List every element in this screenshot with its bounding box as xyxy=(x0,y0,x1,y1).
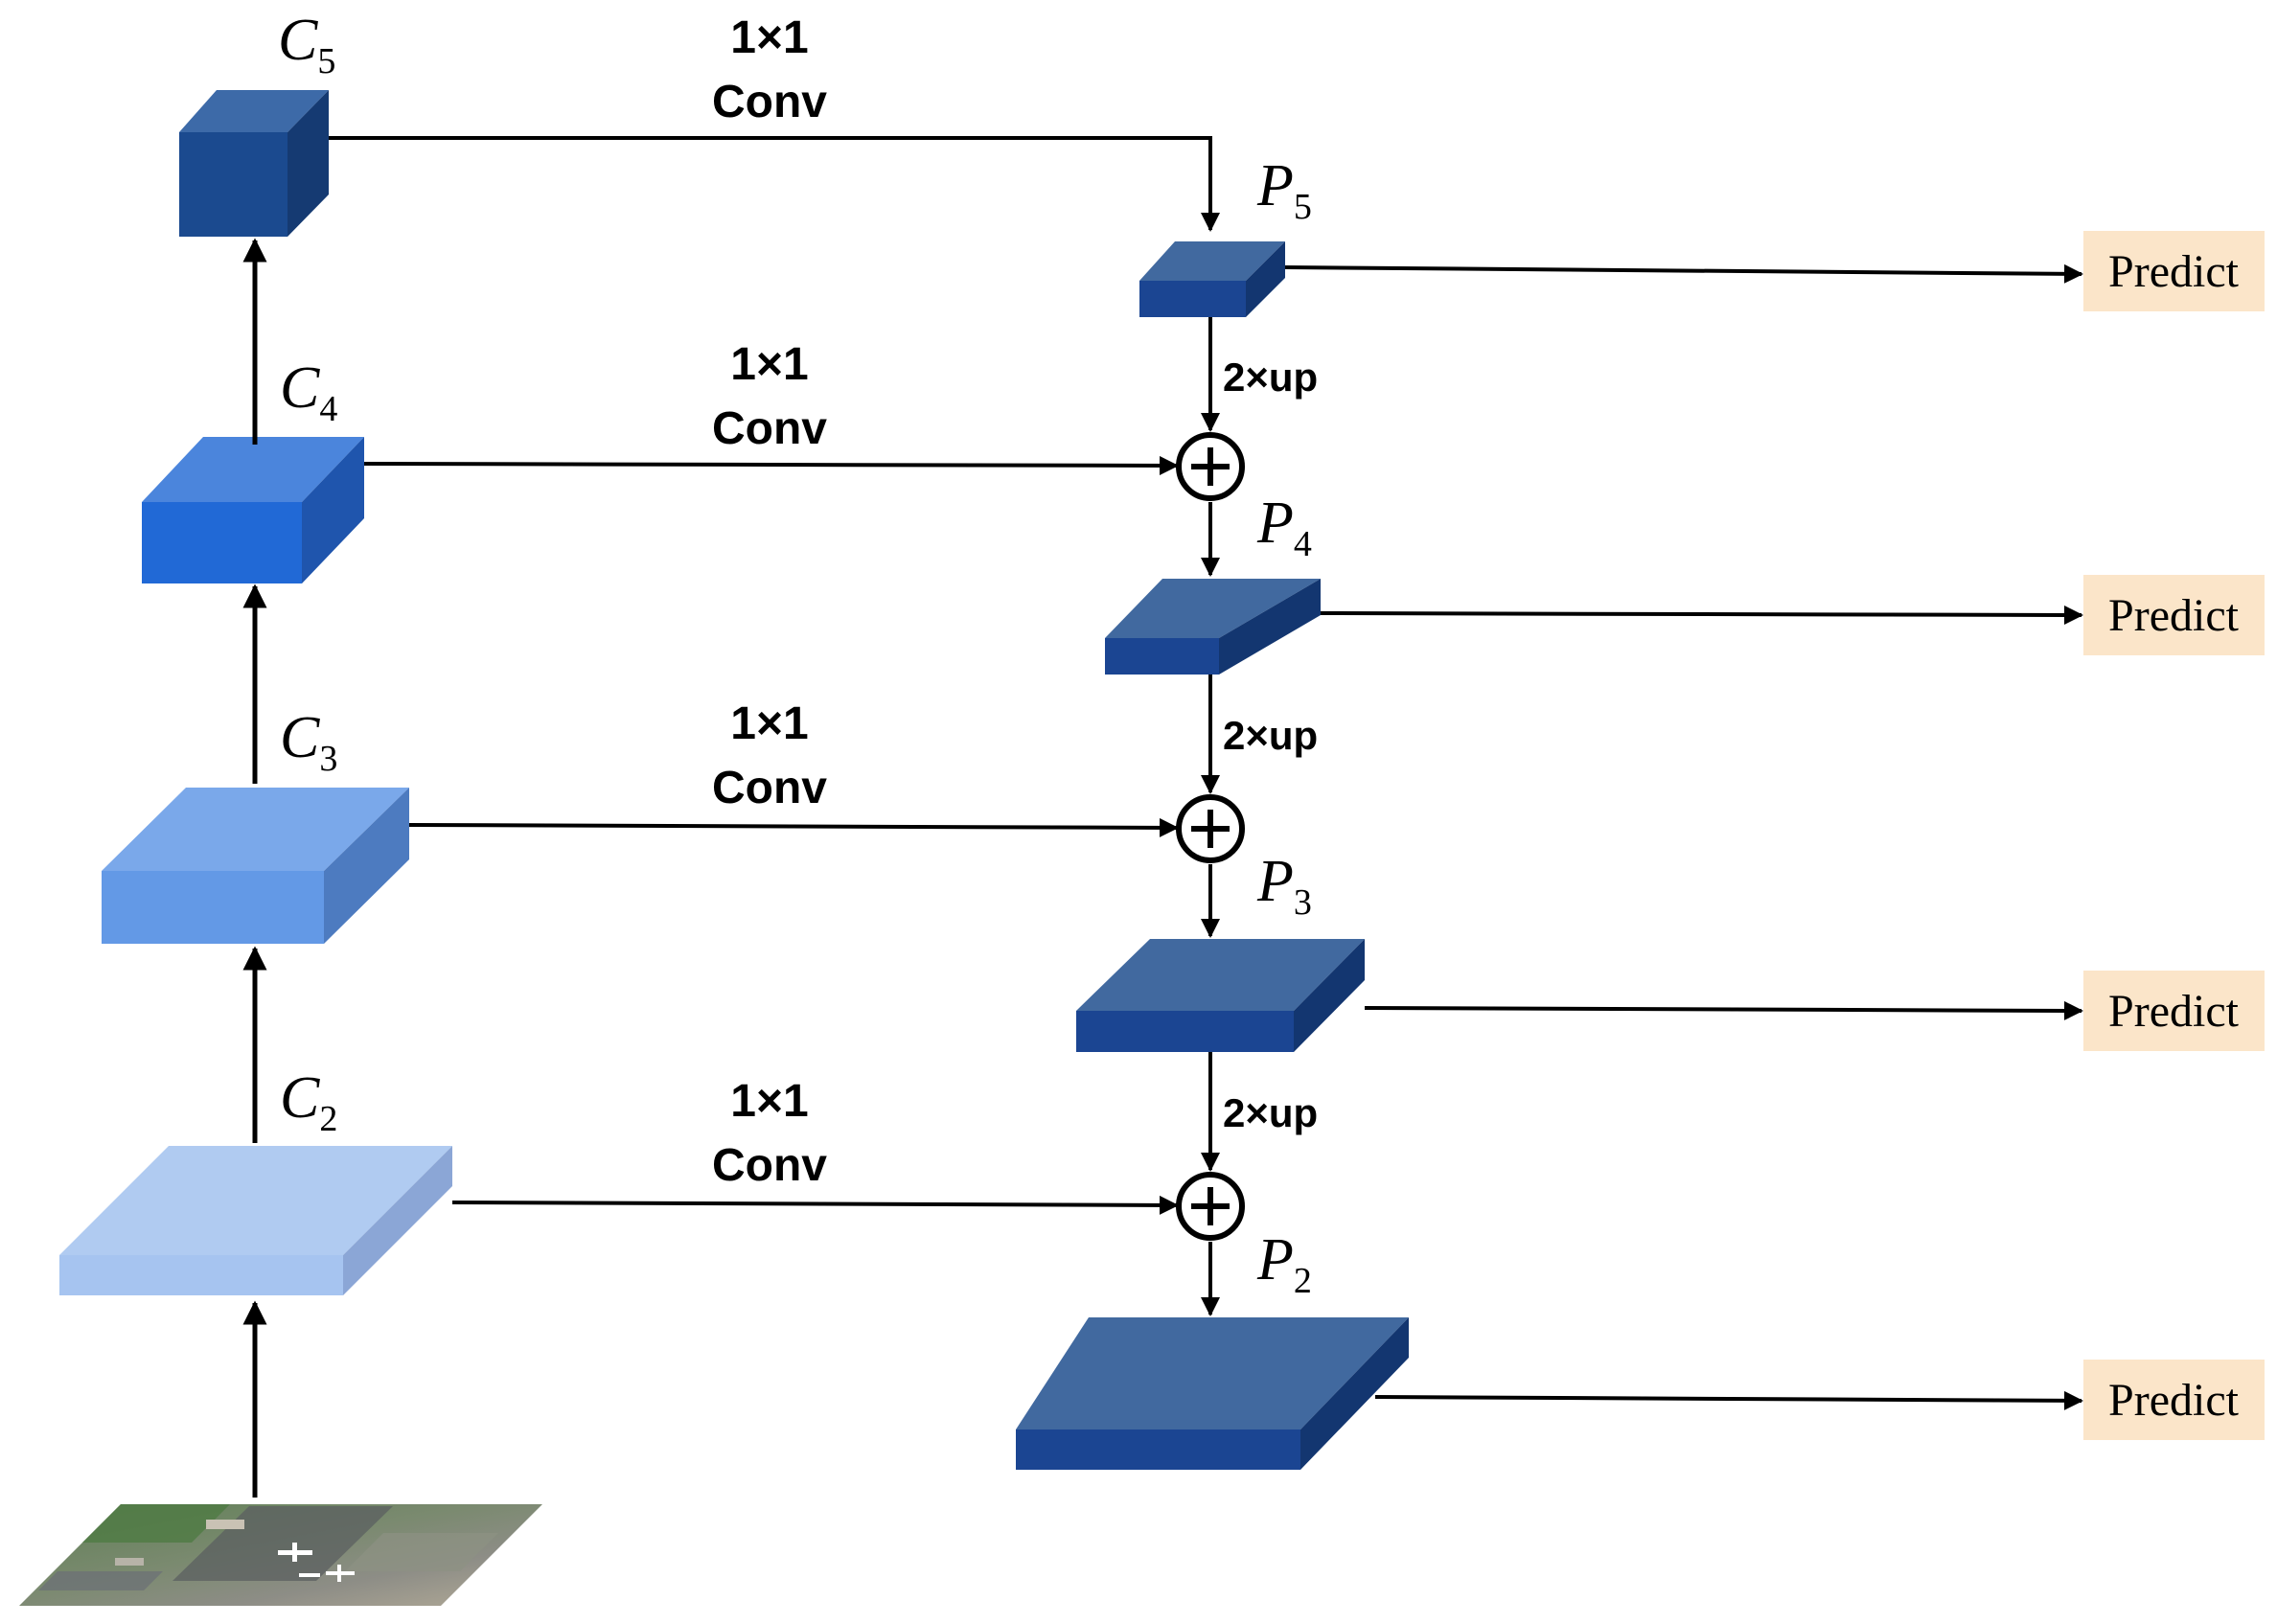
c4-front xyxy=(142,502,302,583)
predict-box-p5 xyxy=(2083,231,2265,311)
predict-labels: Predict Predict Predict Predict xyxy=(2108,246,2240,1426)
lateral-c2-to-add2 xyxy=(451,1195,1179,1215)
upsample-label-p3: 2×up xyxy=(1223,1090,1318,1135)
c4-side xyxy=(302,437,364,583)
lateral-c3-to-add3 xyxy=(408,817,1179,837)
predict-boxes xyxy=(2083,231,2265,1440)
c2-block xyxy=(59,1146,452,1295)
conv-label-c5-line1: 1×1 xyxy=(730,12,808,63)
label-p3: P3 xyxy=(1256,849,1312,923)
p3-top xyxy=(1076,939,1365,1011)
c3-top xyxy=(102,788,409,871)
c5-side xyxy=(288,90,329,237)
c5-block xyxy=(179,90,329,237)
upsample-label-p4: 2×up xyxy=(1223,713,1318,758)
predict-label-p5: Predict xyxy=(2108,246,2240,297)
conv-label-c2-line2: Conv xyxy=(712,1140,827,1191)
conv-label-c2-line1: 1×1 xyxy=(730,1076,808,1127)
lateral-c4-to-add4 xyxy=(363,455,1179,475)
predict-arrows xyxy=(1284,263,2083,1410)
backbone-labels: C5 C4 C3 C2 xyxy=(278,8,337,1139)
add-node-3 xyxy=(1176,794,1245,863)
c3-side xyxy=(324,788,409,944)
conv-label-c4-line2: Conv xyxy=(712,403,827,454)
label-c5: C5 xyxy=(278,8,335,81)
predict-label-p3: Predict xyxy=(2108,986,2240,1037)
c2-front xyxy=(59,1255,343,1295)
p5-front xyxy=(1139,281,1246,317)
p5-top xyxy=(1139,241,1285,281)
arrow-p3-to-predict xyxy=(1364,1000,2083,1020)
p4-side xyxy=(1219,579,1321,675)
predict-label-p2: Predict xyxy=(2108,1375,2240,1426)
add-node-4 xyxy=(1176,432,1245,501)
c5-top xyxy=(179,90,329,132)
pyramid-labels: P5 P4 P3 P2 xyxy=(1256,153,1312,1301)
p3-block xyxy=(1076,939,1365,1052)
c4-top xyxy=(142,437,364,502)
c2-side xyxy=(343,1146,452,1295)
label-c4: C4 xyxy=(280,355,337,429)
conv-label-c3-line1: 1×1 xyxy=(730,698,808,749)
upsample-label-p5: 2×up xyxy=(1223,355,1318,400)
label-c2: C2 xyxy=(280,1065,337,1139)
conv-label-c4-line1: 1×1 xyxy=(730,339,808,390)
p2-front xyxy=(1016,1430,1300,1470)
c2-top xyxy=(59,1146,452,1255)
p4-front xyxy=(1105,638,1219,675)
arrow-p2-to-predict xyxy=(1374,1390,2083,1410)
conv-label-c5-line2: Conv xyxy=(712,77,827,127)
p2-block xyxy=(1016,1317,1409,1470)
lateral-labels: 1×1 Conv 1×1 Conv 1×1 Conv 1×1 Conv xyxy=(712,12,827,1191)
input-aerial-image xyxy=(19,1504,542,1606)
conv-label-c3-line2: Conv xyxy=(712,763,827,813)
lateral-arrows xyxy=(329,136,1220,1215)
add-node-2 xyxy=(1176,1172,1245,1241)
predict-box-p3 xyxy=(2083,971,2265,1051)
p4-top xyxy=(1105,579,1321,638)
predict-box-p2 xyxy=(2083,1360,2265,1440)
c5-front xyxy=(179,132,288,237)
p3-front xyxy=(1076,1011,1294,1052)
p3-side xyxy=(1294,939,1365,1052)
label-c3: C3 xyxy=(280,705,337,779)
c3-front xyxy=(102,871,324,944)
airplane-icon xyxy=(278,1543,355,1582)
arrow-p4-to-predict xyxy=(1320,605,2083,625)
p5-block xyxy=(1139,241,1285,317)
predict-box-p4 xyxy=(2083,575,2265,655)
label-p4: P4 xyxy=(1256,491,1312,564)
p4-block xyxy=(1105,579,1321,675)
upsample-labels: 2×up 2×up 2×up xyxy=(1223,355,1318,1135)
predict-label-p4: Predict xyxy=(2108,590,2240,641)
arrow-p5-to-predict xyxy=(1284,263,2083,284)
p2-top xyxy=(1016,1317,1409,1430)
p5-side xyxy=(1246,241,1285,317)
c4-block xyxy=(142,437,364,583)
lateral-c5-to-p5 xyxy=(329,136,1220,232)
label-p2: P2 xyxy=(1256,1227,1312,1301)
p2-side xyxy=(1300,1317,1409,1470)
c3-block xyxy=(102,788,409,944)
label-p5: P5 xyxy=(1256,153,1312,227)
